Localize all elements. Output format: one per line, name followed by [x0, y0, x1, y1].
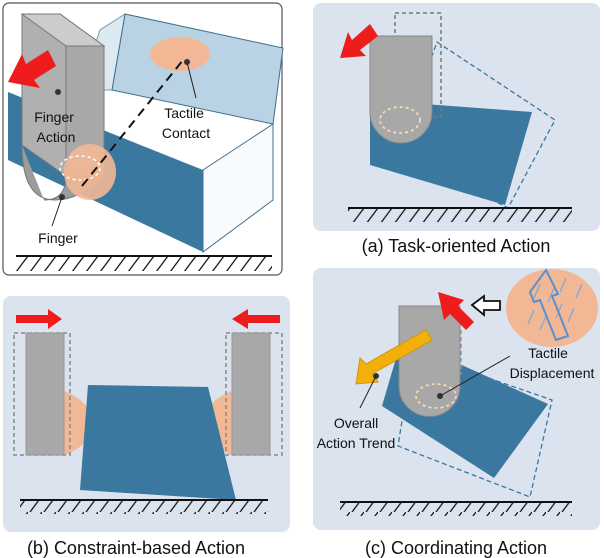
tactile-mapping-arrow	[470, 294, 501, 317]
contact-projection-line	[81, 59, 184, 187]
overall-trend-leader	[359, 375, 377, 409]
ground-hatch	[348, 209, 572, 222]
object	[80, 385, 236, 500]
ground-hatch	[20, 501, 268, 514]
left-finger	[25, 332, 65, 456]
finger-label: Finger	[38, 230, 78, 246]
tactile-displacement-arrow	[528, 268, 570, 342]
caption-a: (a) Task-oriented Action	[362, 236, 551, 256]
tactile-displacement-pad	[506, 269, 598, 347]
tactile-displacement-leader	[439, 355, 511, 397]
caption-c: (c) Coordinating Action	[365, 538, 547, 558]
finger-action-arrow	[438, 292, 474, 330]
task-oriented-panel	[313, 3, 600, 231]
tactile-contact-pad	[150, 37, 210, 71]
overview-panel: Finger Action Tactile Contact Finger	[2, 2, 284, 276]
tactile-displacement-label: Tactile Displacement	[510, 345, 595, 381]
finger-action-arrow	[340, 24, 378, 58]
finger-action-label: Finger Action	[34, 109, 78, 145]
tactile-contact-label: Tactile Contact	[162, 105, 210, 141]
finger-action-arrow	[8, 50, 56, 88]
tactile-contact-leader	[186, 61, 197, 99]
contact-region	[379, 106, 421, 134]
left-action-arrow	[16, 309, 62, 329]
finger	[398, 305, 461, 417]
overall-trend-arrow	[355, 329, 433, 385]
finger-action-dot	[55, 89, 61, 95]
right-finger	[231, 332, 271, 456]
finger-leader	[51, 196, 63, 227]
caption-b: (b) Constraint-based Action	[27, 538, 245, 558]
finger-contact-pad	[64, 144, 116, 200]
ground-hatch	[340, 503, 572, 516]
coordinating-panel: Tactile Displacement Overall Action Tren…	[313, 268, 600, 530]
right-action-arrow	[232, 309, 280, 329]
finger-contact-region	[59, 155, 101, 181]
finger	[369, 35, 433, 144]
contact-region	[415, 383, 457, 409]
constraint-based-panel	[3, 296, 290, 532]
ground-hatch	[16, 257, 272, 271]
overall-action-trend-label: Overall Action Trend	[317, 415, 396, 451]
